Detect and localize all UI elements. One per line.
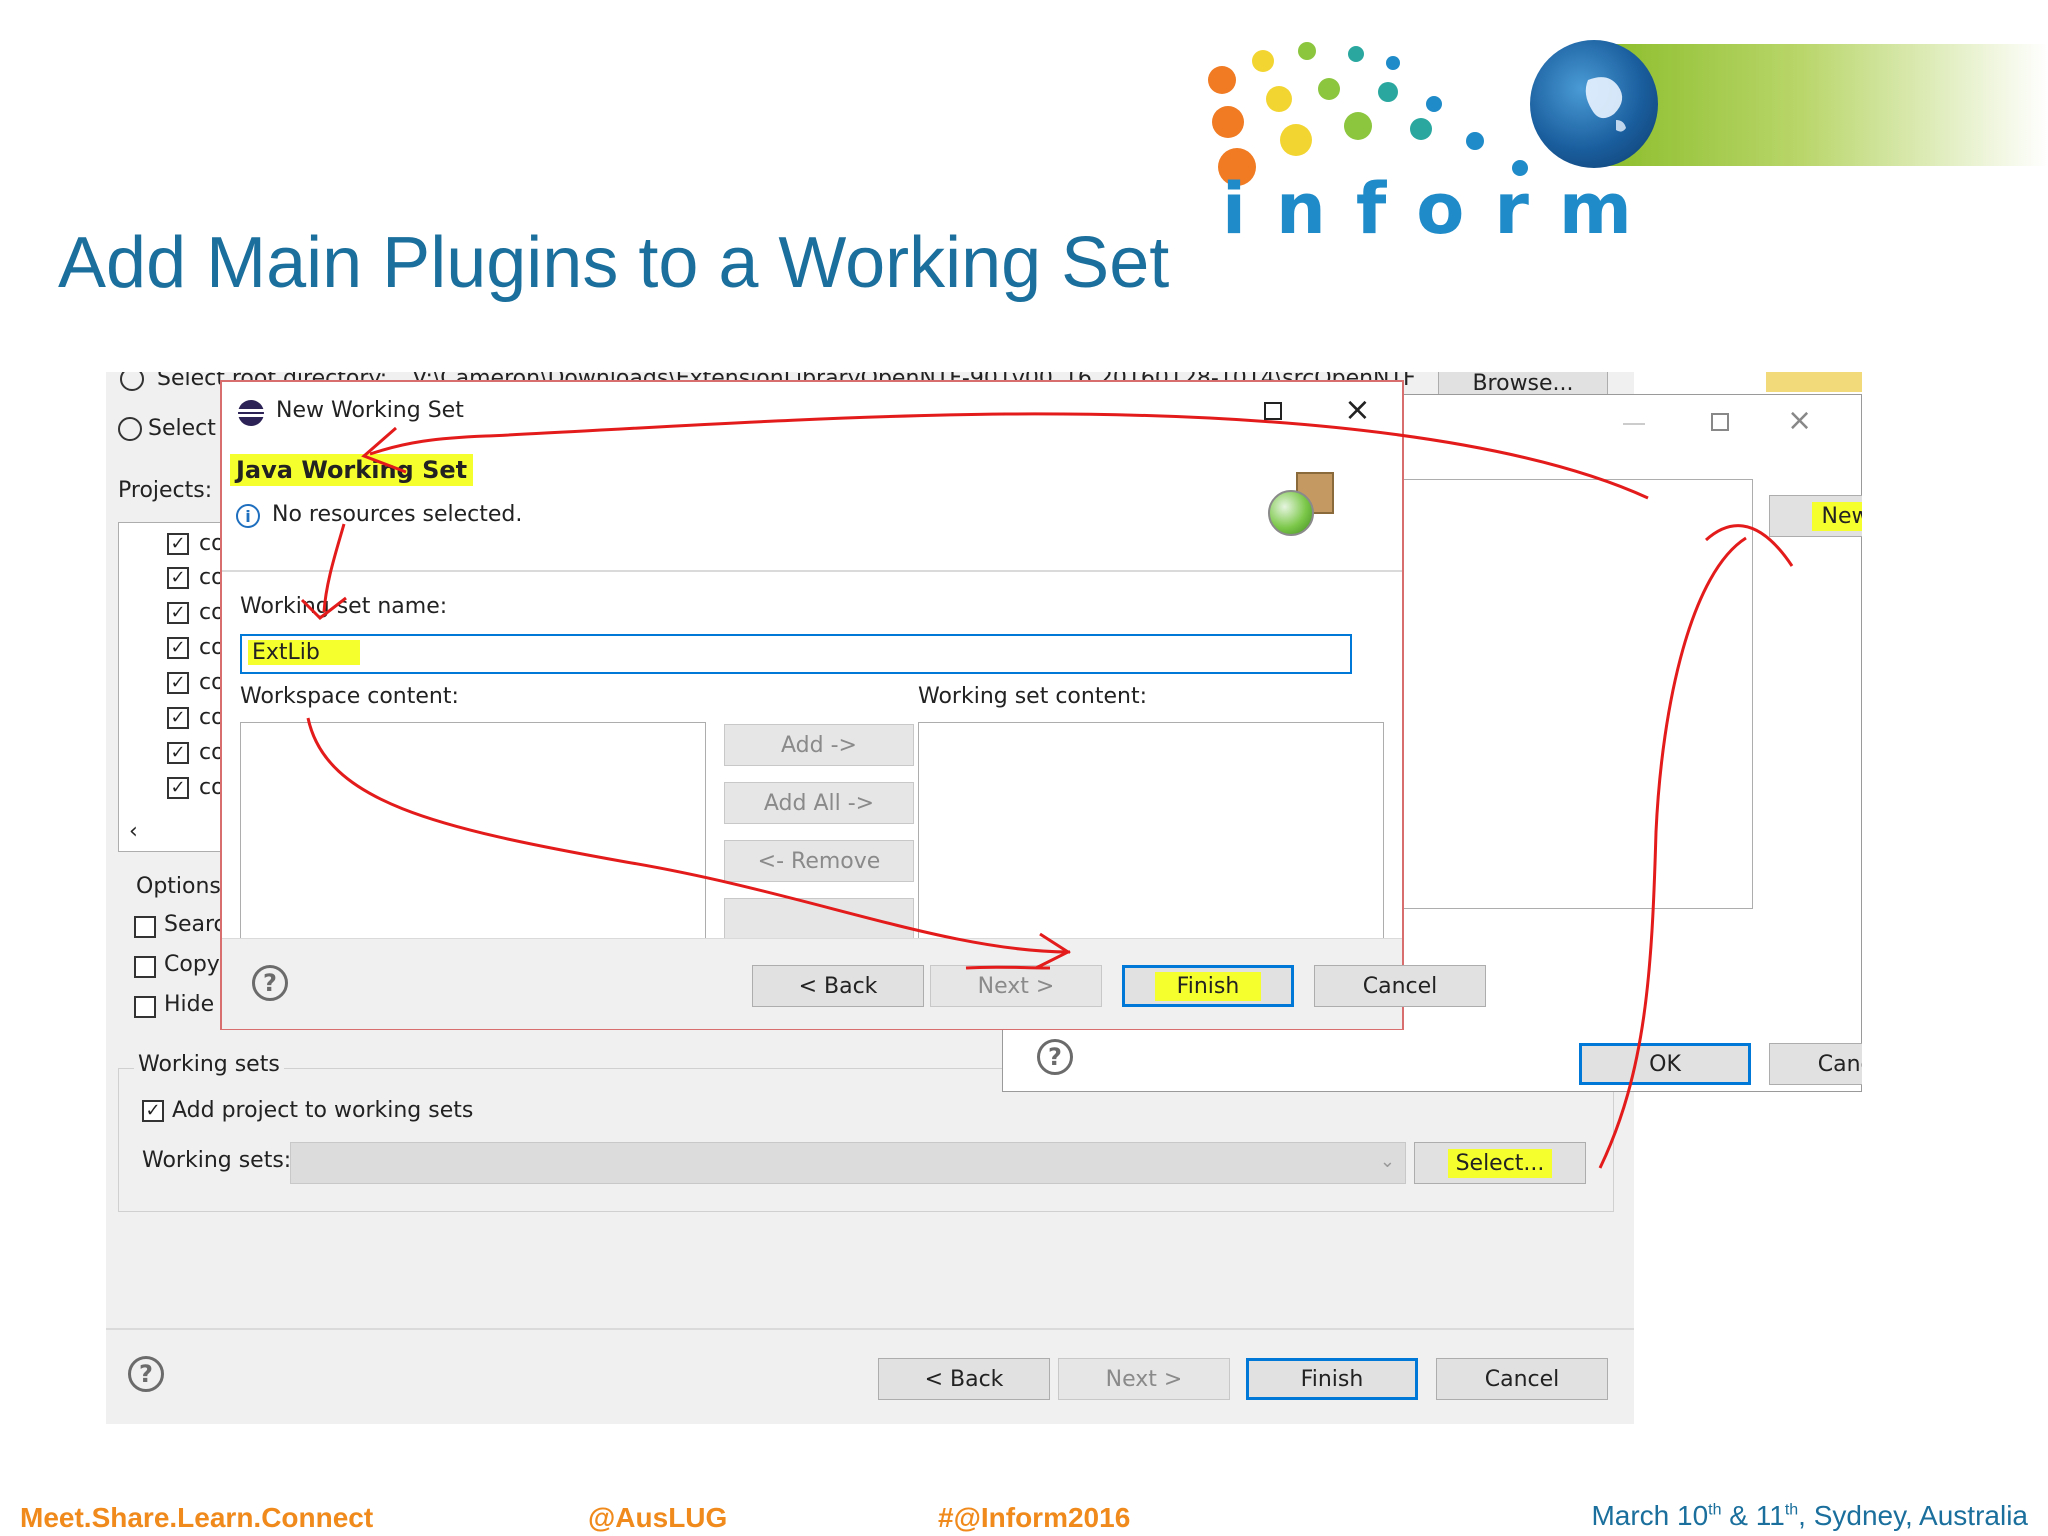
ok-button[interactable]: OK [1579,1043,1751,1085]
eclipse-icon [238,400,264,426]
wizard-cancel-button[interactable]: Cancel [1436,1358,1608,1400]
select-archive-radio[interactable]: Select [118,416,216,441]
finish-button[interactable]: Finish [1122,965,1294,1007]
select-working-sets-button[interactable]: Select... [1414,1142,1586,1184]
help-icon[interactable]: ? [1037,1039,1073,1075]
option-search-checkbox[interactable] [134,916,156,938]
arrow-workspace-to-finish [306,717,1071,954]
wizard-next-button[interactable]: Next > [1058,1358,1230,1400]
footer-date: March 10th & 11th, Sydney, Australia [1591,1500,2028,1531]
option-hide-checkbox[interactable] [134,996,156,1018]
workspace-content-label: Workspace content: [240,684,459,709]
globe-icon [1530,40,1658,168]
back-button[interactable]: < Back [752,965,924,1007]
footer-hashtag: #@Inform2016 [938,1502,1131,1533]
arrow-info-to-name [322,523,346,613]
yellow-window-edge [1766,372,1862,392]
banner-separator [222,570,1402,572]
maximize-icon[interactable] [1264,402,1282,420]
annotation-arrows [300,412,1794,1169]
arrow-finish-underline [965,965,1051,970]
arrow-new-to-heading [369,412,1649,500]
new-working-set-button[interactable]: New... [1769,495,1862,537]
dialog-footer: ? < Back Next > Finish Cancel [222,938,1486,1029]
arrowhead-name [300,596,347,620]
working-set-content-tree[interactable] [918,722,1384,938]
help-icon[interactable]: ? [252,965,288,1001]
add-to-working-sets-checkbox[interactable]: ✓ [142,1100,164,1122]
arrowhead-finish [1035,932,1072,970]
working-set-name-input[interactable]: ExtLib [240,634,1352,674]
wizard-heading: Java Working Set [230,454,474,486]
add-all-button[interactable]: Add All -> [724,782,914,824]
next-button[interactable]: Next > [930,965,1102,1007]
remove-button[interactable]: <- Remove [724,840,914,882]
chevron-down-icon: ⌄ [1379,1151,1395,1172]
projects-label: Projects: [118,478,213,503]
info-message: No resources selected. [272,502,523,527]
help-icon[interactable]: ? [128,1356,164,1392]
wizard-footer-separator [106,1328,1634,1330]
arrowhead-new [1704,524,1794,567]
close-icon[interactable]: × [1787,403,1813,438]
option-copy-checkbox[interactable] [134,956,156,978]
dialog-title: New Working Set [276,398,464,423]
working-set-wizard-icon [1268,468,1340,540]
slide-title: Add Main Plugins to a Working Set [58,223,1170,303]
cancel-button[interactable]: Cancel [1769,1043,1862,1085]
working-set-content-label: Working set content: [918,684,1147,709]
wizard-back-button[interactable]: < Back [878,1358,1050,1400]
wizard-finish-button[interactable]: Finish [1246,1358,1418,1400]
arrow-select-to-new [1598,536,1747,1169]
info-icon: i [236,504,260,528]
close-icon[interactable]: × [1344,390,1371,428]
arrowhead-heading [361,426,407,474]
footer-handle: @AusLUG [588,1502,728,1533]
options-label: Options [136,874,221,899]
maximize-icon[interactable] [1711,413,1729,431]
cancel-button[interactable]: Cancel [1314,965,1486,1007]
scroll-left-arrow[interactable]: ‹ [129,819,138,844]
eclipse-screenshot: Select root directory: V:\Cameron\Downlo… [106,372,1862,1424]
minimize-icon[interactable] [1623,423,1645,425]
footer-tagline: Meet.Share.Learn.Connect [20,1502,374,1533]
working-sets-combo[interactable]: ⌄ [290,1142,1406,1184]
add-button[interactable]: Add -> [724,724,914,766]
logo-wordmark: inform [1222,168,1662,250]
working-sets-group-label: Working sets [134,1052,284,1077]
logo-gradient-bar [1600,44,2048,166]
working-sets-label: Working sets: [142,1148,292,1173]
